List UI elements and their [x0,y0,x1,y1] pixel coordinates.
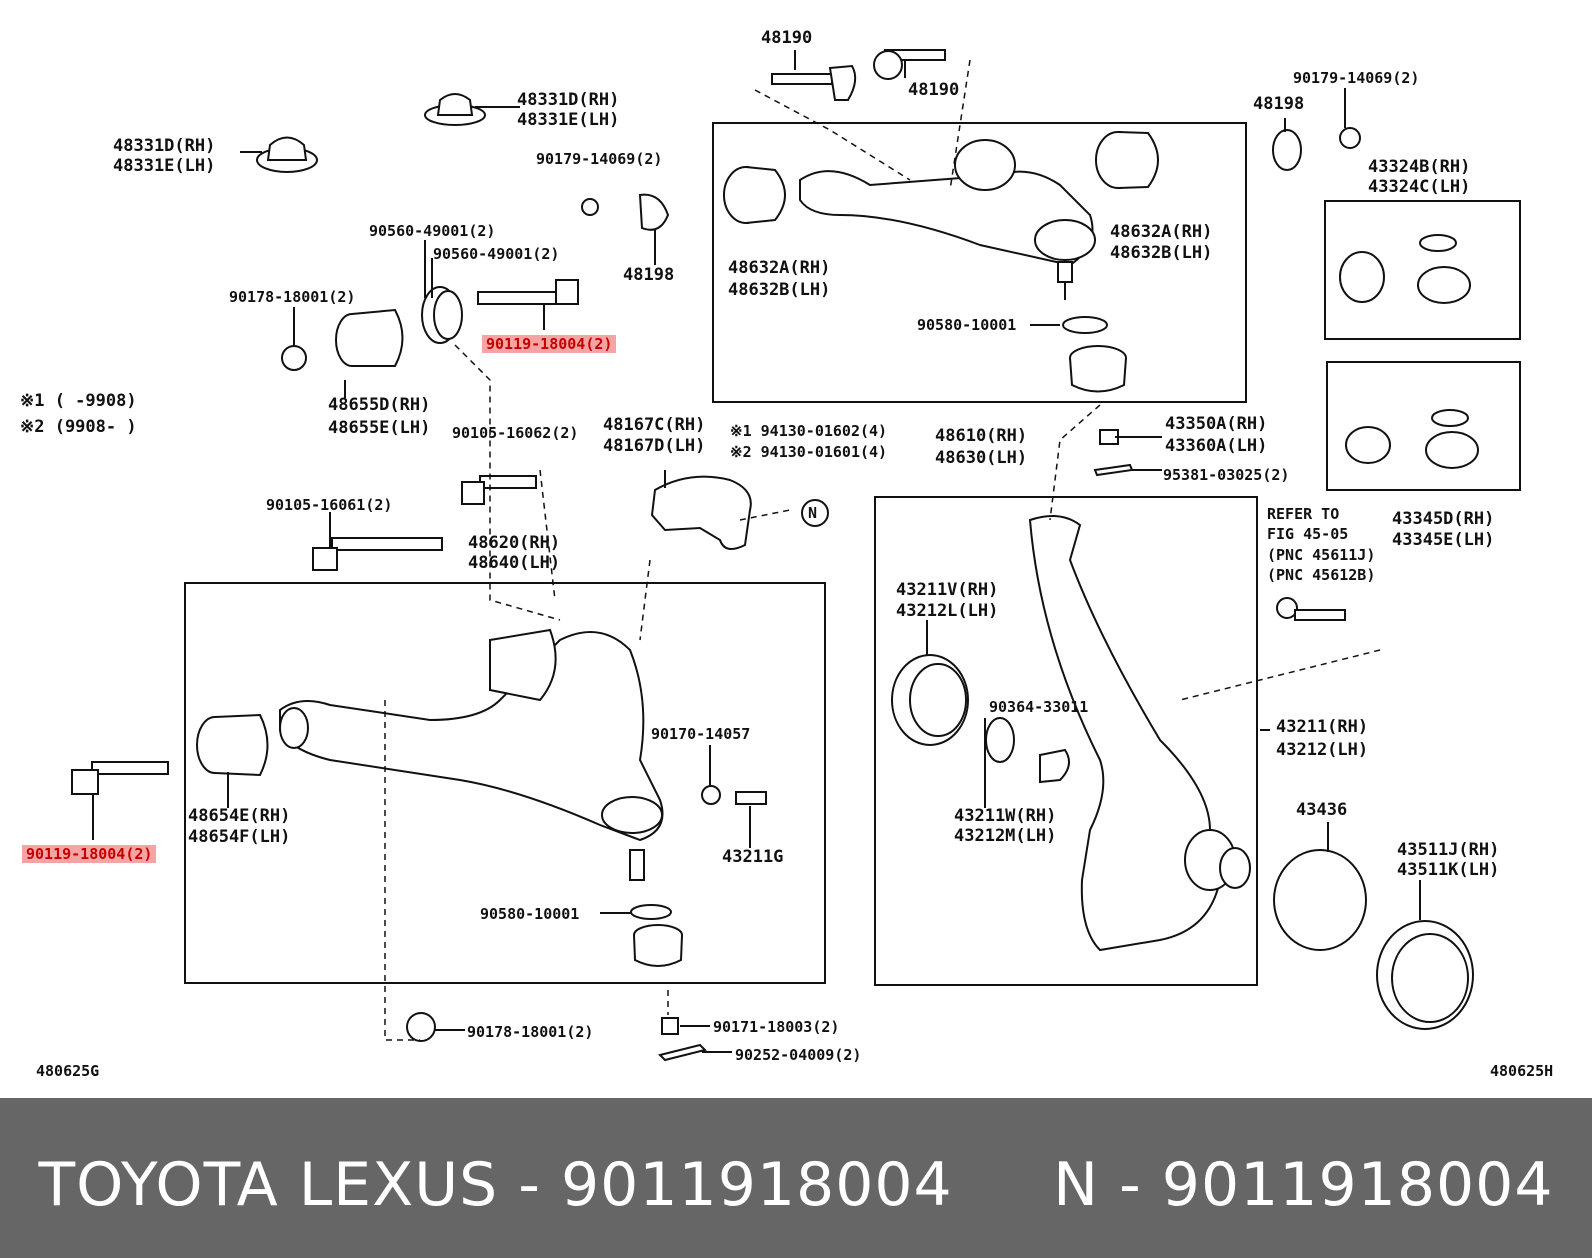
upper-control-arm [799,139,1096,300]
label-90105-16062: 90105-16062(2) [452,424,579,442]
bracket-48167 [650,475,752,550]
upper-arm-frame [712,122,1247,403]
label-90580-bottom: 90580-10001 [480,905,580,923]
label-43345d: 43345D(RH) [1392,509,1495,529]
label-43212: 43212(LH) [1276,740,1369,760]
label-48632b-right: 48632B(LH) [1110,243,1213,263]
label-43345e: 43345E(LH) [1392,530,1495,550]
label-48190-mid: 48190 [908,80,960,100]
lower-bolts [71,475,767,1062]
boot-kit-frame-top [1324,200,1521,340]
label-90560-b: 90560-49001(2) [433,245,560,263]
label-90105-16061: 90105-16061(2) [266,496,393,514]
label-90171: 90171-18003(2) [713,1018,840,1036]
label-48190-top: 48190 [761,28,813,48]
label-43211v: 43211V(RH) [896,580,999,600]
callout-n: N [808,504,818,522]
diagram-code-right: 480625H [1490,1062,1554,1080]
label-90252: 90252-04009(2) [735,1046,862,1064]
footer-bar: TOYOTA LEXUS - 9011918004 N - 9011918004 [0,1098,1592,1258]
label-48632a-right: 48632A(RH) [1110,222,1213,242]
label-90170: 90170-14057 [651,725,751,743]
label-43212l: 43212L(LH) [896,601,999,621]
label-48632a-left: 48632A(RH) [728,258,831,278]
label-43324c: 43324C(LH) [1368,177,1471,197]
small-hardware-right [1093,127,1479,477]
label-48610: 48610(RH) [935,426,1028,446]
label-95381: 95381-03025(2) [1163,466,1290,484]
label-90119-left-highlighted[interactable]: 90119-18004(2) [22,845,157,863]
upper-ball-boot [1062,316,1127,393]
upper-bushings [723,131,1159,224]
steering-knuckle [1028,515,1251,952]
label-48331e-a: 48331E(LH) [517,110,620,130]
label-90179-b: 90179-14069(2) [1293,69,1420,87]
label-43212m: 43212M(LH) [954,826,1057,846]
label-94130-2: ※2 94130-01601(4) [730,443,888,461]
label-43211w: 43211W(RH) [954,806,1057,826]
bearing-seals [891,597,1474,1030]
label-48331d-a: 48331D(RH) [517,90,620,110]
lower-arm-bushing [196,713,269,777]
label-48620: 48620(RH) [468,533,561,553]
cam-bolts [771,49,946,101]
lower-arm-frame [184,582,826,984]
boot-kit-frame-bottom [1326,361,1521,491]
label-48640: 48640(LH) [468,553,561,573]
label-43211: 43211(RH) [1276,717,1369,737]
parts-diagram: 48190 48190 48331D(RH) 48331E(LH) 48331D… [20,28,1554,1080]
label-48331d-b: 48331D(RH) [113,136,216,156]
label-94130-1: ※1 94130-01602(4) [730,422,888,440]
label-48198-a: 48198 [623,265,675,285]
note-1: ※1 ( -9908) [20,391,137,411]
lower-ball-boot [630,904,683,967]
note-2: ※2 (9908- ) [20,417,137,437]
label-90119-top-highlighted[interactable]: 90119-18004(2) [482,335,617,353]
label-48331e-b: 48331E(LH) [113,156,216,176]
label-90178-a: 90178-18001(2) [229,288,356,306]
label-90580-top: 90580-10001 [917,316,1017,334]
label-48655e: 48655E(LH) [328,418,431,438]
label-43511k: 43511K(LH) [1397,860,1500,880]
label-43350a: 43350A(RH) [1165,414,1268,434]
label-90560-a: 90560-49001(2) [369,222,496,240]
lower-arm-bushings-top [281,193,670,371]
label-48654e: 48654E(RH) [188,806,291,826]
label-90364: 90364-33011 [989,698,1089,716]
refer-line-2: FIG 45-05 [1267,525,1349,543]
label-48654f: 48654F(LH) [188,827,291,847]
footer-text: TOYOTA LEXUS - 9011918004 N - 9011918004 [0,1150,1592,1220]
label-48167c: 48167C(RH) [603,415,706,435]
refer-line-3: (PNC 45611J) [1267,546,1376,564]
footer-alt-part: N - 9011918004 [1053,1150,1554,1220]
refer-line-1: REFER TO [1267,505,1340,523]
diagram-code-left: 480625G [36,1062,100,1080]
label-48167d: 48167D(LH) [603,436,706,456]
dashed-guides [384,59,1381,1041]
label-43436: 43436 [1296,800,1348,820]
label-48632b-left: 48632B(LH) [728,280,831,300]
label-48198-b: 48198 [1253,94,1305,114]
footer-brand-part: TOYOTA LEXUS - 9011918004 [38,1150,953,1220]
label-90179-a: 90179-14069(2) [536,150,663,168]
callout-circle [801,499,829,527]
label-90178-b: 90178-18001(2) [467,1023,594,1041]
label-43511j: 43511J(RH) [1397,840,1500,860]
knuckle-frame [874,496,1258,986]
lower-control-arm [279,628,664,881]
leader-lines [92,50,1421,1053]
refer-line-4: (PNC 45612B) [1267,566,1376,584]
label-43360a: 43360A(LH) [1165,436,1268,456]
label-43211g: 43211G [722,847,784,867]
label-48655d: 48655D(RH) [328,395,431,415]
strut-mounts [256,93,486,173]
label-48630: 48630(LH) [935,448,1028,468]
diagram-drawing [71,49,1521,1062]
label-43324b: 43324B(RH) [1368,157,1471,177]
